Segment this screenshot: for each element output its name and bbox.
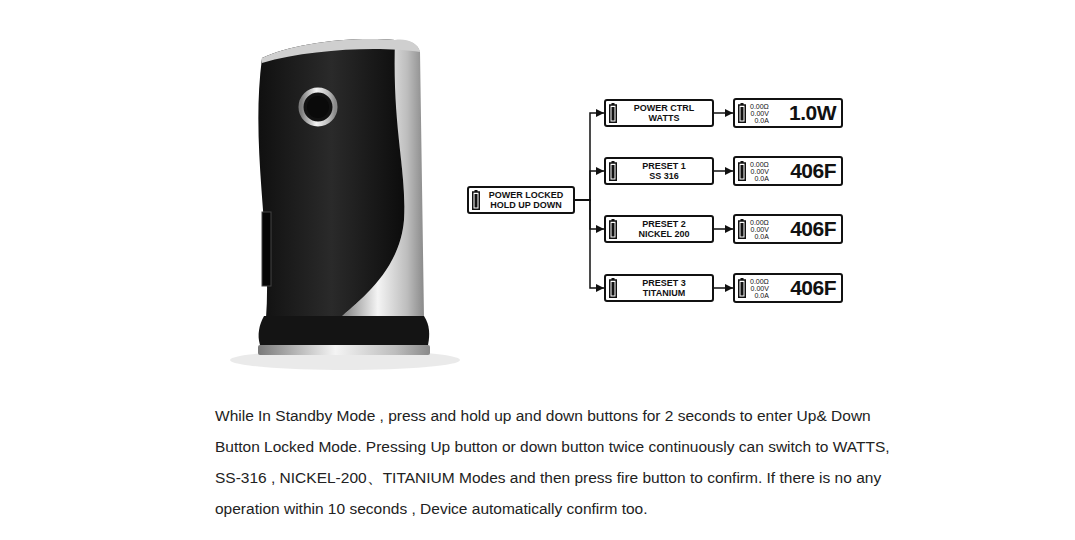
- connector-arrow: [714, 170, 733, 172]
- mode-label: POWER LOCKED HOLD UP DOWN: [484, 190, 568, 210]
- mode-label: PRESET 2 NICKEL 200: [629, 219, 699, 239]
- mode-box: POWER CTRL WATTS: [604, 99, 714, 127]
- readout-value: 0.0A: [754, 175, 768, 182]
- readout-value: 0.00V: [751, 285, 769, 292]
- readout-value: 0.00Ω: [750, 161, 769, 168]
- display-box: 0.00Ω0.00V0.0A 406F: [733, 273, 843, 303]
- connector-arrow: [575, 200, 604, 288]
- battery-icon: [609, 278, 617, 298]
- fire-button-center: [307, 96, 329, 118]
- readout-stack: 0.00Ω0.00V0.0A: [750, 103, 769, 124]
- caption-text: While In Standby Mode , press and hold u…: [215, 400, 905, 524]
- display-box: 0.00Ω0.00V0.0A 406F: [733, 156, 843, 186]
- base: [259, 316, 430, 345]
- mode-label: POWER CTRL WATTS: [629, 103, 699, 123]
- readout-value: 0.0A: [754, 233, 768, 240]
- readout-value: 0.0A: [754, 292, 768, 299]
- battery-icon: [609, 219, 617, 239]
- base-strip: [258, 345, 430, 355]
- readout-value: 0.00V: [751, 168, 769, 175]
- readout-value: 0.00V: [751, 226, 769, 233]
- lock-box: POWER LOCKED HOLD UP DOWN: [467, 186, 575, 214]
- connector-arrow: [714, 287, 733, 289]
- display-value: 1.0W: [789, 102, 836, 124]
- connector-arrow: [714, 228, 733, 230]
- text-wrap: POWER CTRL WATTS: [621, 103, 707, 123]
- readout-value: 0.0A: [754, 117, 768, 124]
- readout-stack: 0.00Ω0.00V0.0A: [750, 161, 769, 182]
- readout-stack: 0.00Ω0.00V0.0A: [750, 219, 769, 240]
- display-value: 406F: [790, 277, 836, 299]
- device-body: [258, 39, 404, 318]
- mode-label: PRESET 3 TITANIUM: [629, 278, 699, 298]
- screen-slot: [262, 212, 271, 286]
- mode-box: PRESET 2 NICKEL 200: [604, 215, 714, 243]
- mode-box: PRESET 3 TITANIUM: [604, 274, 714, 302]
- readout-stack: 0.00Ω0.00V0.0A: [750, 278, 769, 299]
- battery-icon: [738, 219, 746, 239]
- fire-button: [301, 90, 335, 124]
- mode-label: PRESET 1 SS 316: [637, 161, 691, 181]
- display-box: 0.00Ω0.00V0.0A 1.0W: [733, 98, 843, 128]
- battery-icon: [738, 161, 746, 181]
- connector-arrow: [575, 113, 604, 200]
- battery-icon: [738, 103, 746, 123]
- readout-value: 0.00Ω: [750, 103, 769, 110]
- readout-value: 0.00V: [751, 110, 769, 117]
- text-wrap: PRESET 1 SS 316: [621, 161, 707, 181]
- battery-icon: [609, 103, 617, 123]
- battery-icon: [609, 161, 617, 181]
- text-wrap: POWER LOCKED HOLD UP DOWN: [484, 190, 568, 210]
- top-plate: [262, 39, 420, 63]
- readout-value: 0.00Ω: [750, 219, 769, 226]
- readout-value: 0.00Ω: [750, 278, 769, 285]
- display-value: 406F: [790, 218, 836, 240]
- connector-arrow: [714, 112, 733, 114]
- connector-arrow: [575, 171, 604, 200]
- text-wrap: PRESET 2 NICKEL 200: [621, 219, 707, 239]
- text-wrap: PRESET 3 TITANIUM: [621, 278, 707, 298]
- battery-icon: [738, 278, 746, 298]
- battery-icon: [472, 190, 480, 210]
- display-box: 0.00Ω0.00V0.0A 406F: [733, 214, 843, 244]
- mode-box: PRESET 1 SS 316: [604, 157, 714, 185]
- display-value: 406F: [790, 160, 836, 182]
